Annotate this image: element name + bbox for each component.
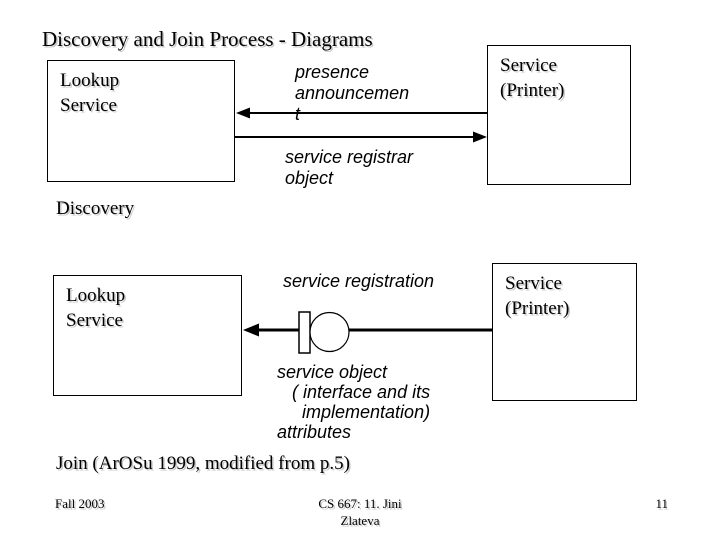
discovery-lookup-service-box: Lookup Service: [47, 60, 235, 182]
footer-page-number: 11: [655, 496, 668, 511]
join-section-label: Join (ArOSu 1999, modified from p.5): [56, 453, 350, 474]
footer-date: Fall 2003: [55, 496, 105, 511]
service-object-circle-shape: [309, 311, 350, 353]
join-lookup-service-box: Lookup Service: [53, 275, 242, 396]
join-service-printer-box: Service (Printer): [492, 263, 637, 401]
service-registration-arrowhead-left: [243, 323, 259, 337]
footer-course-author: CS 667: 11. Jini Zlateva: [318, 496, 402, 528]
service-registrar-arrowhead-right: [473, 131, 487, 143]
presence-announcement-label: presence announcemen t: [295, 62, 410, 124]
service-registrar-object-label: service registrar object: [285, 147, 414, 188]
service-object-attributes-label: service object ( interface and its imple…: [277, 362, 431, 442]
presence-announcement-arrowhead-left: [236, 107, 250, 119]
service-registration-label: service registration: [283, 271, 435, 291]
service-object-bar-shape: [298, 311, 311, 354]
discovery-service-printer-box: Service (Printer): [487, 45, 631, 185]
slide-title: Discovery and Join Process - Diagrams: [42, 27, 373, 51]
discovery-section-label: Discovery: [56, 198, 135, 219]
